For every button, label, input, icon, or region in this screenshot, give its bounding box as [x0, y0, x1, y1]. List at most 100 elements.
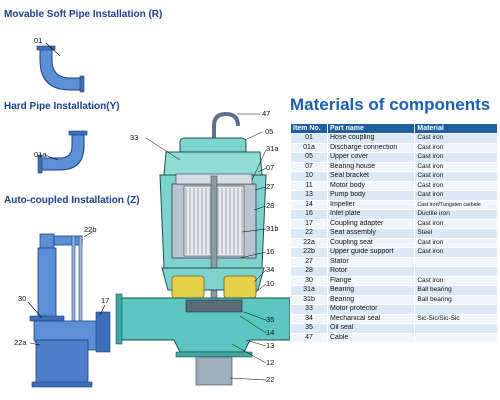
materials-header-row: Item No. Part name Material — [290, 123, 498, 134]
callout-10: 10 — [266, 279, 275, 288]
item-no-cell: 22a — [290, 237, 328, 248]
pump-cross-section — [115, 111, 296, 386]
callout-01: 01 — [34, 36, 43, 45]
header-item-no: Item No. — [290, 123, 328, 134]
material-cell: Cast iron — [414, 152, 498, 163]
item-no-cell: 01a — [290, 142, 328, 153]
part-name-cell: Seal bracket — [326, 171, 416, 182]
material-cell: Cast iron — [414, 247, 498, 258]
material-cell — [414, 332, 498, 343]
material-cell: Cast iron — [414, 218, 498, 229]
pump-leader-lines — [145, 113, 267, 381]
part-name-cell: Upper guide support — [326, 247, 416, 258]
header-part-name: Part name — [326, 123, 416, 134]
part-name-cell: Seat assembly — [326, 228, 416, 239]
part-name-cell: Hose coupling — [326, 133, 416, 144]
callout-31a: 31a — [266, 144, 279, 153]
part-name-cell: Discharge connection — [326, 142, 416, 153]
part-name-cell: Stator — [326, 256, 416, 267]
callout-34: 34 — [266, 265, 275, 274]
material-cell: Cast iron — [414, 275, 498, 286]
material-cell: Ductile iron — [414, 209, 498, 220]
item-no-cell: 35 — [290, 323, 328, 334]
auto-coupled-assembly — [29, 233, 111, 388]
material-cell: Cast iron/Tungsten carbide — [414, 199, 498, 210]
item-no-cell: 17 — [290, 218, 328, 229]
part-name-cell: Pump body — [326, 190, 416, 201]
part-name-cell: Coupling seat — [326, 237, 416, 248]
callout-33: 33 — [130, 133, 139, 142]
part-name-cell: Bearing — [326, 294, 416, 305]
soft-pipe-heading: Movable Soft Pipe Installation (R) — [4, 9, 163, 20]
callout-12: 12 — [266, 358, 275, 367]
hard-pipe-elbow — [37, 130, 88, 174]
material-cell — [414, 323, 498, 334]
material-cell: Cast iron — [414, 142, 498, 153]
item-no-cell: 22b — [290, 247, 328, 258]
callout-07: 07 — [266, 163, 275, 172]
item-no-cell: 13 — [290, 190, 328, 201]
part-name-cell: Mechanical seal — [326, 313, 416, 324]
material-cell: Cast iron — [414, 237, 498, 248]
part-name-cell: Inlet plate — [326, 209, 416, 220]
item-no-cell: 30 — [290, 275, 328, 286]
part-name-cell: Motor body — [326, 180, 416, 191]
callout-16: 16 — [266, 247, 275, 256]
callout-30: 30 — [18, 294, 27, 303]
materials-title: Materials of components — [290, 95, 491, 114]
callout-17: 17 — [101, 296, 110, 305]
callout-05: 05 — [265, 127, 274, 136]
callout-28: 28 — [266, 201, 275, 210]
material-cell — [414, 256, 498, 267]
callout-22a: 22a — [14, 338, 27, 347]
item-no-cell: 27 — [290, 256, 328, 267]
callout-22b: 22b — [84, 225, 97, 234]
material-cell — [414, 304, 498, 315]
material-cell: Sic-Sic/Sic-Sic — [414, 313, 498, 324]
callout-14: 14 — [266, 328, 275, 337]
auto-coupled-heading: Auto-coupled Installation (Z) — [4, 195, 140, 206]
callout-35: 35 — [266, 315, 275, 324]
material-cell: Ball bearing — [414, 285, 498, 296]
item-no-cell: 10 — [290, 171, 328, 182]
callout-31b: 31b — [266, 224, 279, 233]
item-no-cell: 07 — [290, 161, 328, 172]
part-name-cell: Coupling adapter — [326, 218, 416, 229]
part-name-cell: Impeller — [326, 199, 416, 210]
part-name-cell: Rotor — [326, 266, 416, 277]
material-cell — [414, 266, 498, 277]
item-no-cell: 33 — [290, 304, 328, 315]
material-cell: Cast iron — [414, 161, 498, 172]
soft-pipe-elbow — [36, 45, 85, 93]
part-name-cell: Oil seal — [326, 323, 416, 334]
item-no-cell: 31b — [290, 294, 328, 305]
header-material: Material — [414, 123, 498, 134]
item-no-cell: 16 — [290, 209, 328, 220]
callout-22: 22 — [266, 375, 275, 384]
callout-13: 13 — [266, 341, 275, 350]
item-no-cell: 22 — [290, 228, 328, 239]
item-no-cell: 11 — [290, 180, 328, 191]
material-cell: Cast iron — [414, 171, 498, 182]
callout-27: 27 — [266, 182, 275, 191]
